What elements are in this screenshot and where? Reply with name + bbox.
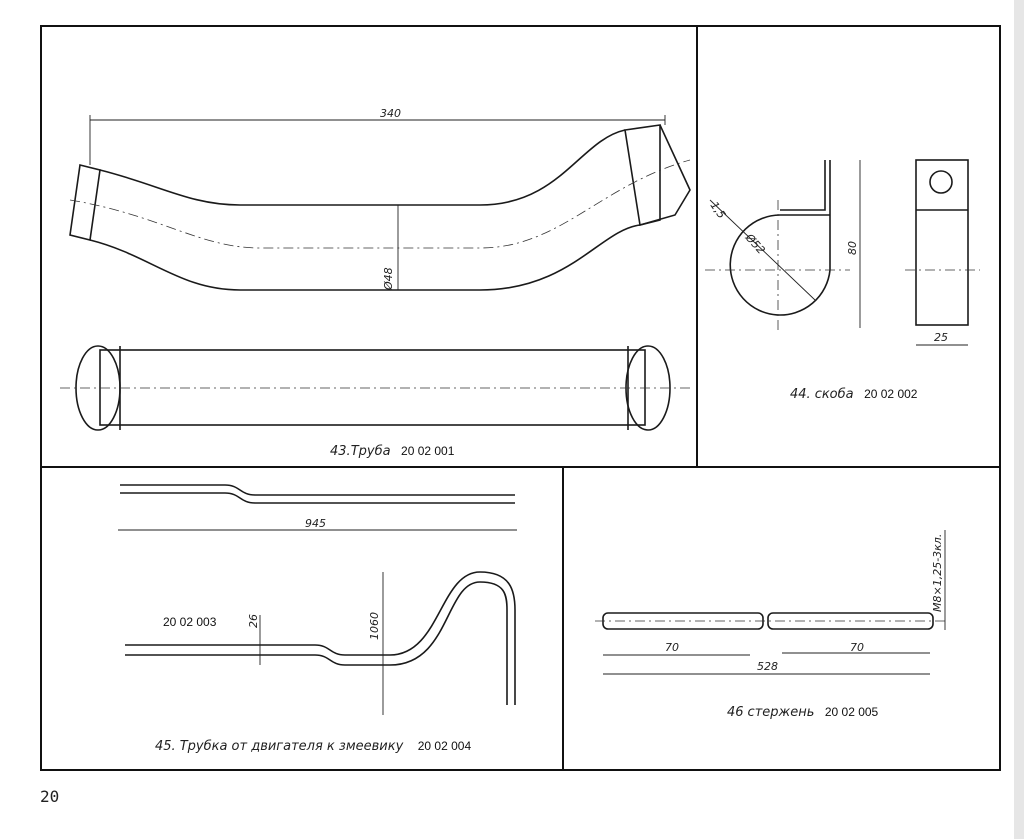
page-number: 20 (40, 787, 59, 806)
dim-thread-length-left: 70 (665, 641, 679, 654)
dim-height: 80 (846, 241, 859, 255)
dim-height: 1060 (368, 612, 381, 640)
part-45-secondary-code: 20 02 003 (163, 615, 217, 629)
outer-frame (40, 25, 1001, 771)
part-46-rod-drawing (595, 530, 946, 675)
dim-length: 945 (305, 517, 326, 530)
dim-diameter: 26 (247, 614, 260, 628)
part-43-pipe-drawing (60, 115, 691, 431)
part-45-caption: 45.Трубка от двигателя к змеевику 20 02 … (155, 737, 471, 754)
part-44-clamp-drawing (705, 159, 980, 346)
dim-length: 340 (380, 107, 401, 120)
part-45-tube-drawing (118, 484, 517, 715)
dim-total-length: 528 (757, 660, 778, 673)
dim-width: 25 (934, 331, 948, 344)
part-43-caption: 43.Труба 20 02 001 (330, 442, 455, 459)
dim-thread-spec: M8×1,25-3кл. (931, 534, 944, 612)
part-44-caption: 44.скоба 20 02 002 (790, 385, 918, 402)
dim-diameter: Ø48 (382, 267, 395, 291)
dim-thickness: 1,5 (708, 199, 729, 221)
dim-thread-length-right: 70 (850, 641, 864, 654)
scan-edge (1014, 0, 1024, 839)
